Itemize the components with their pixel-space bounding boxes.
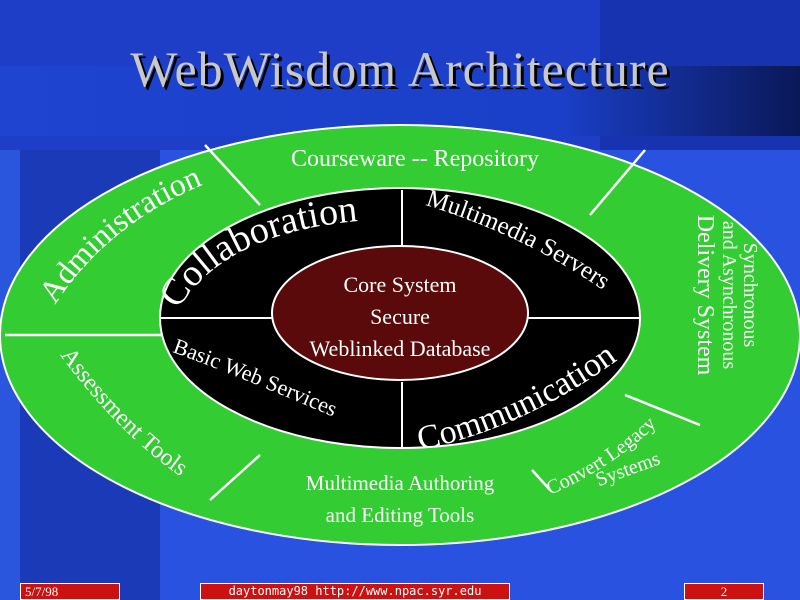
core-ellipse [271, 245, 529, 381]
delivery-line-2: and Asynchronous [718, 221, 740, 370]
footer-page-number: 2 [684, 583, 764, 600]
core-line-2: Secure [370, 304, 430, 329]
delivery-line-1: Synchronous [739, 243, 761, 348]
footer-url: daytonmay98 http://www.npac.syr.edu [200, 583, 510, 600]
inner-ring-dividers [160, 190, 640, 448]
outer-label-authoring-line-1: Multimedia Authoring [306, 471, 495, 495]
outer-label-courseware: Courseware -- Repository [291, 146, 539, 172]
footer-date: 5/7/98 [20, 583, 120, 600]
slide-title: WebWisdom Architecture [130, 41, 670, 97]
outer-label-delivery-system: Synchronous and Asynchronous Delivery Sy… [692, 215, 761, 376]
outer-label-authoring-line-2: and Editing Tools [326, 503, 475, 527]
core-line-1: Core System [343, 272, 456, 297]
core-line-3: Weblinked Database [310, 336, 491, 361]
delivery-line-3: Delivery System [692, 215, 718, 376]
outer-ring-dividers [5, 144, 701, 501]
